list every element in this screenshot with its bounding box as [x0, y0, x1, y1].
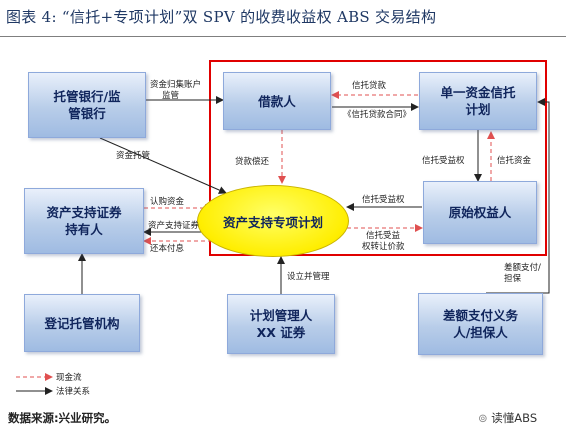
node-single-trust: 单一资金信托计划 — [419, 72, 537, 130]
label-subscription: 认购资金 — [150, 197, 185, 207]
wechat-icon: ⊚ — [478, 411, 492, 425]
legend-legal-relation: 法律关系 — [56, 387, 91, 397]
label-trust-beneficial-right-2: 信托受益权 — [362, 195, 405, 205]
trust-layer-frame — [209, 60, 547, 256]
label-trust-funds: 信托资金 — [497, 156, 532, 166]
title-rule — [0, 36, 566, 37]
node-holders: 资产支持证券持有人 — [24, 188, 144, 254]
legend-cash-flow: 现金流 — [56, 373, 82, 383]
node-spv-plan: 资产支持专项计划 — [197, 185, 349, 257]
label-fund-custody: 资金托管 — [116, 151, 151, 161]
figure-title: 图表 4: “信托+专项计划”双 SPV 的收费收益权 ABS 交易结构 — [6, 8, 437, 26]
label-fund-collection: 资金归集账户 监管 — [150, 80, 202, 101]
edge-fund-custody — [99, 137, 227, 194]
label-principal-interest: 还本付息 — [150, 244, 185, 254]
node-registrar: 登记托管机构 — [24, 294, 140, 352]
source-note: 数据来源:兴业研究。 — [8, 411, 117, 425]
label-setup-manage: 设立并管理 — [287, 272, 330, 282]
brand-watermark: ⊚ 读懂ABS — [478, 411, 538, 425]
label-loan-repayment: 贷款偿还 — [235, 157, 270, 167]
node-guarantor: 差额支付义务人/担保人 — [418, 293, 543, 355]
node-borrower: 借款人 — [223, 72, 331, 130]
node-custodian-bank: 托管银行/监管银行 — [28, 72, 146, 138]
node-original-beneficiary: 原始权益人 — [423, 181, 537, 244]
label-trust-loan-contract: 《信托贷款合同》 — [343, 110, 412, 120]
label-guarantee: 差额支付/ 担保 — [504, 263, 541, 284]
label-trust-beneficial-right: 信托受益权 — [422, 156, 465, 166]
label-transfer-price: 信托受益 权转让价款 — [362, 231, 405, 252]
label-abs: 资产支持证券 — [148, 221, 200, 231]
label-trust-loan: 信托贷款 — [352, 81, 387, 91]
